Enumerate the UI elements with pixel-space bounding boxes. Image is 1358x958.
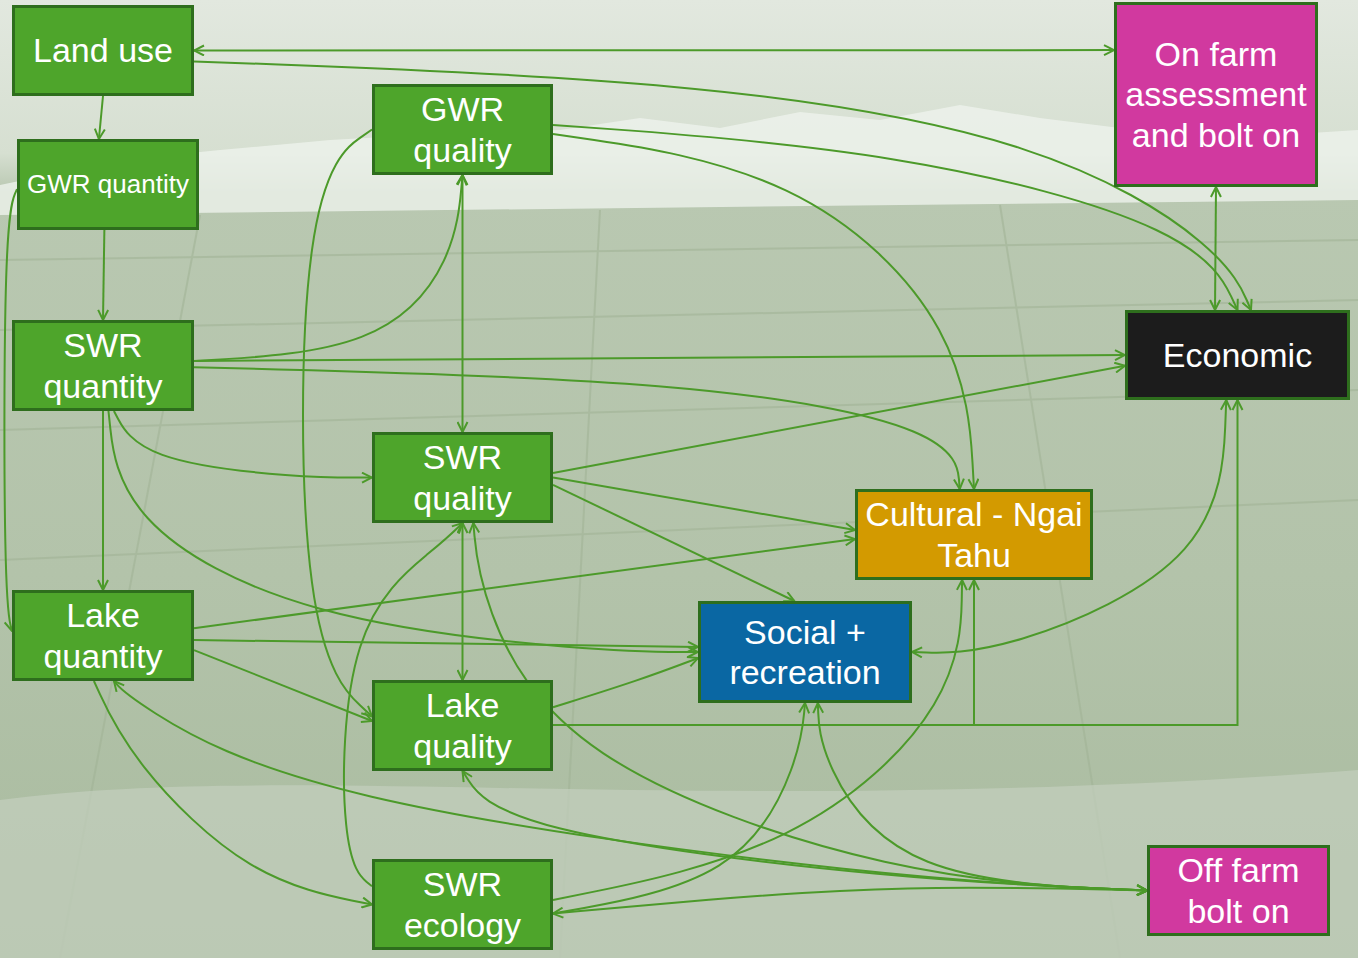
box-label: Lake quantity <box>19 595 187 675</box>
process-box: Lake quantity <box>12 590 194 681</box>
connector-arrow <box>94 681 372 905</box>
process-box: Economic <box>1125 310 1350 400</box>
connector-arrow <box>553 400 1238 725</box>
connector-arrow <box>553 580 974 725</box>
connector-arrow <box>194 49 1114 51</box>
process-box: SWR ecology <box>372 859 553 950</box>
connector-arrow <box>462 175 464 432</box>
box-label: On farm assessment and bolt on <box>1121 34 1311 154</box>
box-label: Off farm bolt on <box>1154 850 1323 930</box>
connector-arrow <box>194 61 1251 310</box>
process-box: Off farm bolt on <box>1147 845 1330 936</box>
process-box: Land use <box>12 5 194 96</box>
box-label: Land use <box>33 30 173 70</box>
connector-arrow <box>553 703 805 914</box>
connector-arrow <box>303 130 372 717</box>
box-label: Economic <box>1163 335 1312 375</box>
process-box: Social + recreation <box>698 601 912 703</box>
connector-arrow <box>108 411 698 652</box>
box-label: GWR quantity <box>27 169 189 200</box>
connector-arrow <box>553 134 974 489</box>
connector-arrow <box>462 523 464 680</box>
connector-arrow <box>194 355 1125 361</box>
box-label: Lake quality <box>379 685 546 765</box>
box-label: Social + recreation <box>705 612 905 692</box>
connector-arrow <box>194 650 372 721</box>
process-box: Lake quality <box>372 680 553 771</box>
process-box: SWR quality <box>372 432 553 523</box>
connector-arrow <box>553 580 962 900</box>
connector-arrow <box>102 411 104 590</box>
process-box: SWR quantity <box>12 320 194 411</box>
connector-arrow <box>463 771 1148 891</box>
box-label: SWR ecology <box>379 864 546 944</box>
river-bed <box>0 770 1358 958</box>
connector-arrow <box>1215 187 1216 310</box>
process-box: GWR quantity <box>17 139 199 230</box>
connector-arrow <box>553 366 1125 473</box>
connector-arrow <box>99 96 103 139</box>
connector-arrow <box>194 175 463 361</box>
process-box: GWR quality <box>372 84 553 175</box>
connector-arrow <box>114 411 372 478</box>
connector-arrow <box>818 703 1147 891</box>
field-lines <box>0 205 1358 958</box>
connector-arrow <box>553 478 855 530</box>
process-box: On farm assessment and bolt on <box>1114 2 1318 187</box>
box-label: SWR quality <box>379 437 546 517</box>
connector-arrow <box>194 367 960 489</box>
process-box: Cultural - Ngai Tahu <box>855 489 1093 580</box>
connector-arrow <box>194 640 698 647</box>
connector-arrow <box>553 658 698 707</box>
connector-arrow <box>103 230 104 320</box>
connector-arrow <box>553 485 794 601</box>
connector-arrow <box>553 888 1147 914</box>
box-label: GWR quality <box>379 89 546 169</box>
box-label: SWR quantity <box>19 325 187 405</box>
box-label: Cultural - Ngai Tahu <box>862 494 1086 574</box>
connector-arrow <box>114 681 1147 891</box>
